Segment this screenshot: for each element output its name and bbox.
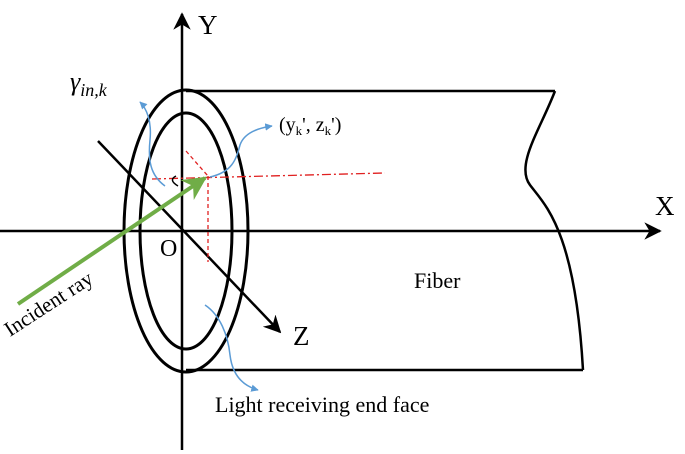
coord-close: ')	[331, 114, 341, 136]
y-axis-label: Y	[198, 10, 218, 40]
z-axis	[97, 140, 282, 334]
end-face-label: Light receiving end face	[215, 392, 429, 417]
coord-sub-1: k	[296, 123, 303, 138]
fiber-body	[186, 89, 585, 372]
dashed-to-point	[185, 150, 209, 177]
angle-arc	[171, 175, 179, 187]
x-axis-label: X	[655, 191, 675, 221]
callouts	[139, 101, 273, 392]
origin-label: O	[160, 236, 177, 262]
incident-ray-arrow	[16, 176, 207, 306]
z-axis-label: Z	[293, 321, 310, 351]
fiber-label: Fiber	[414, 268, 461, 293]
coord-open: (y	[279, 114, 296, 136]
incident-ray-label: Incident ray	[0, 266, 98, 341]
point-coordinates-label: (yk', zk')	[279, 114, 341, 138]
projection-lines	[151, 150, 386, 262]
coord-sub-2: k	[325, 123, 332, 138]
coord-mid: ', z	[302, 114, 325, 136]
gamma-subscript: in,k	[80, 80, 108, 100]
gamma-main: γ	[70, 67, 81, 96]
callout-gamma	[139, 101, 166, 187]
fiber-break-edge	[524, 90, 585, 371]
callout-point	[209, 123, 273, 178]
gamma-label: γin,k	[70, 67, 108, 100]
callout-end-face	[204, 304, 259, 392]
horizontal-dashdot-line	[151, 172, 386, 180]
